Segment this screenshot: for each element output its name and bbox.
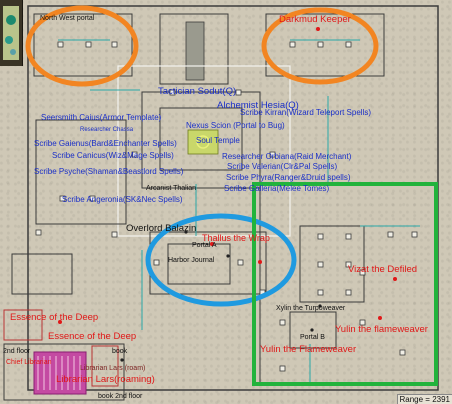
label-thallus-the-wrap: Thallus the Wrap — [202, 233, 270, 243]
label-portal-b: Portal B — [300, 334, 325, 341]
orange-highlight-right — [261, 7, 379, 85]
label-darkmud-keeper: Darkmud Keeper — [279, 14, 351, 25]
label-nexus-scion: Nexus Scion (Portal to Bug) — [186, 121, 285, 130]
mini-map-icon — [3, 6, 19, 60]
label-book-2nd-floor: book 2nd floor — [98, 393, 143, 400]
label-librarian-lars-roam: Librarian Lars (roam) — [80, 365, 146, 372]
label-researcher-orbiana: Researcher Orbiana(Raid Merchant) — [222, 152, 352, 161]
label-scribe-phyra: Scribe Phyra(Ranger&Druid spells) — [226, 173, 351, 182]
label-tactician-sodut: Tactician Sodut(Q) — [158, 86, 237, 97]
label-scribe-canicus: Scribe Canicus(Wiz&Mage Spells) — [52, 151, 174, 160]
label-arcanist-thalian: Arcanist Thalian — [146, 185, 197, 192]
blue-highlight — [145, 213, 297, 307]
label-librarian-lars-roaming: Librarian Lars(roaming) — [56, 374, 155, 385]
green-highlight — [252, 182, 438, 386]
label-vizat-the-defiled: Vizat the Defiled — [348, 264, 418, 275]
label-scribe-gaienus: Scribe Gaienus(Bard&Enchanter Spells) — [34, 139, 177, 148]
label-seersmith-caius: Seersmith Caius(Armor Template) — [41, 113, 162, 122]
range-readout: Range = 2391 — [396, 394, 452, 404]
label-portal-a: Portal A — [192, 242, 217, 249]
label-yulin-flameweaver-lower: Yulin the Flameweaver — [260, 344, 357, 355]
label-essence-of-the-deep-lower: Essence of the Deep — [48, 331, 137, 342]
label-second-floor: 2nd floor — [3, 348, 31, 355]
label-essence-of-the-deep-upper: Essence of the Deep — [10, 312, 99, 323]
label-scribe-psyche: Scribe Psyche(Shaman&Beastlord Spells) — [34, 167, 184, 176]
label-scribe-angeronia: Scribe Angeronia(SK&Nec Spells) — [62, 195, 183, 204]
label-overlord-balazin: Overlord Balazin — [126, 223, 197, 234]
label-book: book — [112, 348, 128, 355]
label-researcher-chassa: Researcher Chassa — [80, 127, 134, 133]
orange-highlight-left — [25, 5, 139, 87]
label-scribe-kirran: Scribe Kirran(Wizard Teleport Spells) — [240, 108, 372, 117]
label-chief-librarian: Chief Librarian — [6, 359, 52, 366]
label-north-west-portal: North West portal — [40, 15, 95, 22]
label-harbor-journal: Harbor Journal — [168, 257, 215, 264]
label-yulin-flameweaver-right: Yulin the flameweaver — [335, 324, 428, 335]
mini-map-thumbnail[interactable] — [0, 0, 23, 66]
label-scribe-valerian: Scribe Valerian(Clr&Pal Spells) — [227, 162, 338, 171]
label-alchemist-hesia: Alchemist Hesia(Q) — [217, 100, 299, 111]
label-soul-temple: Soul Temple — [196, 136, 240, 145]
label-scribe-galleria: Scribe Galleria(Melee Tomes) — [224, 184, 330, 193]
label-xylin: Xylin the Turpoweaver — [276, 305, 346, 312]
